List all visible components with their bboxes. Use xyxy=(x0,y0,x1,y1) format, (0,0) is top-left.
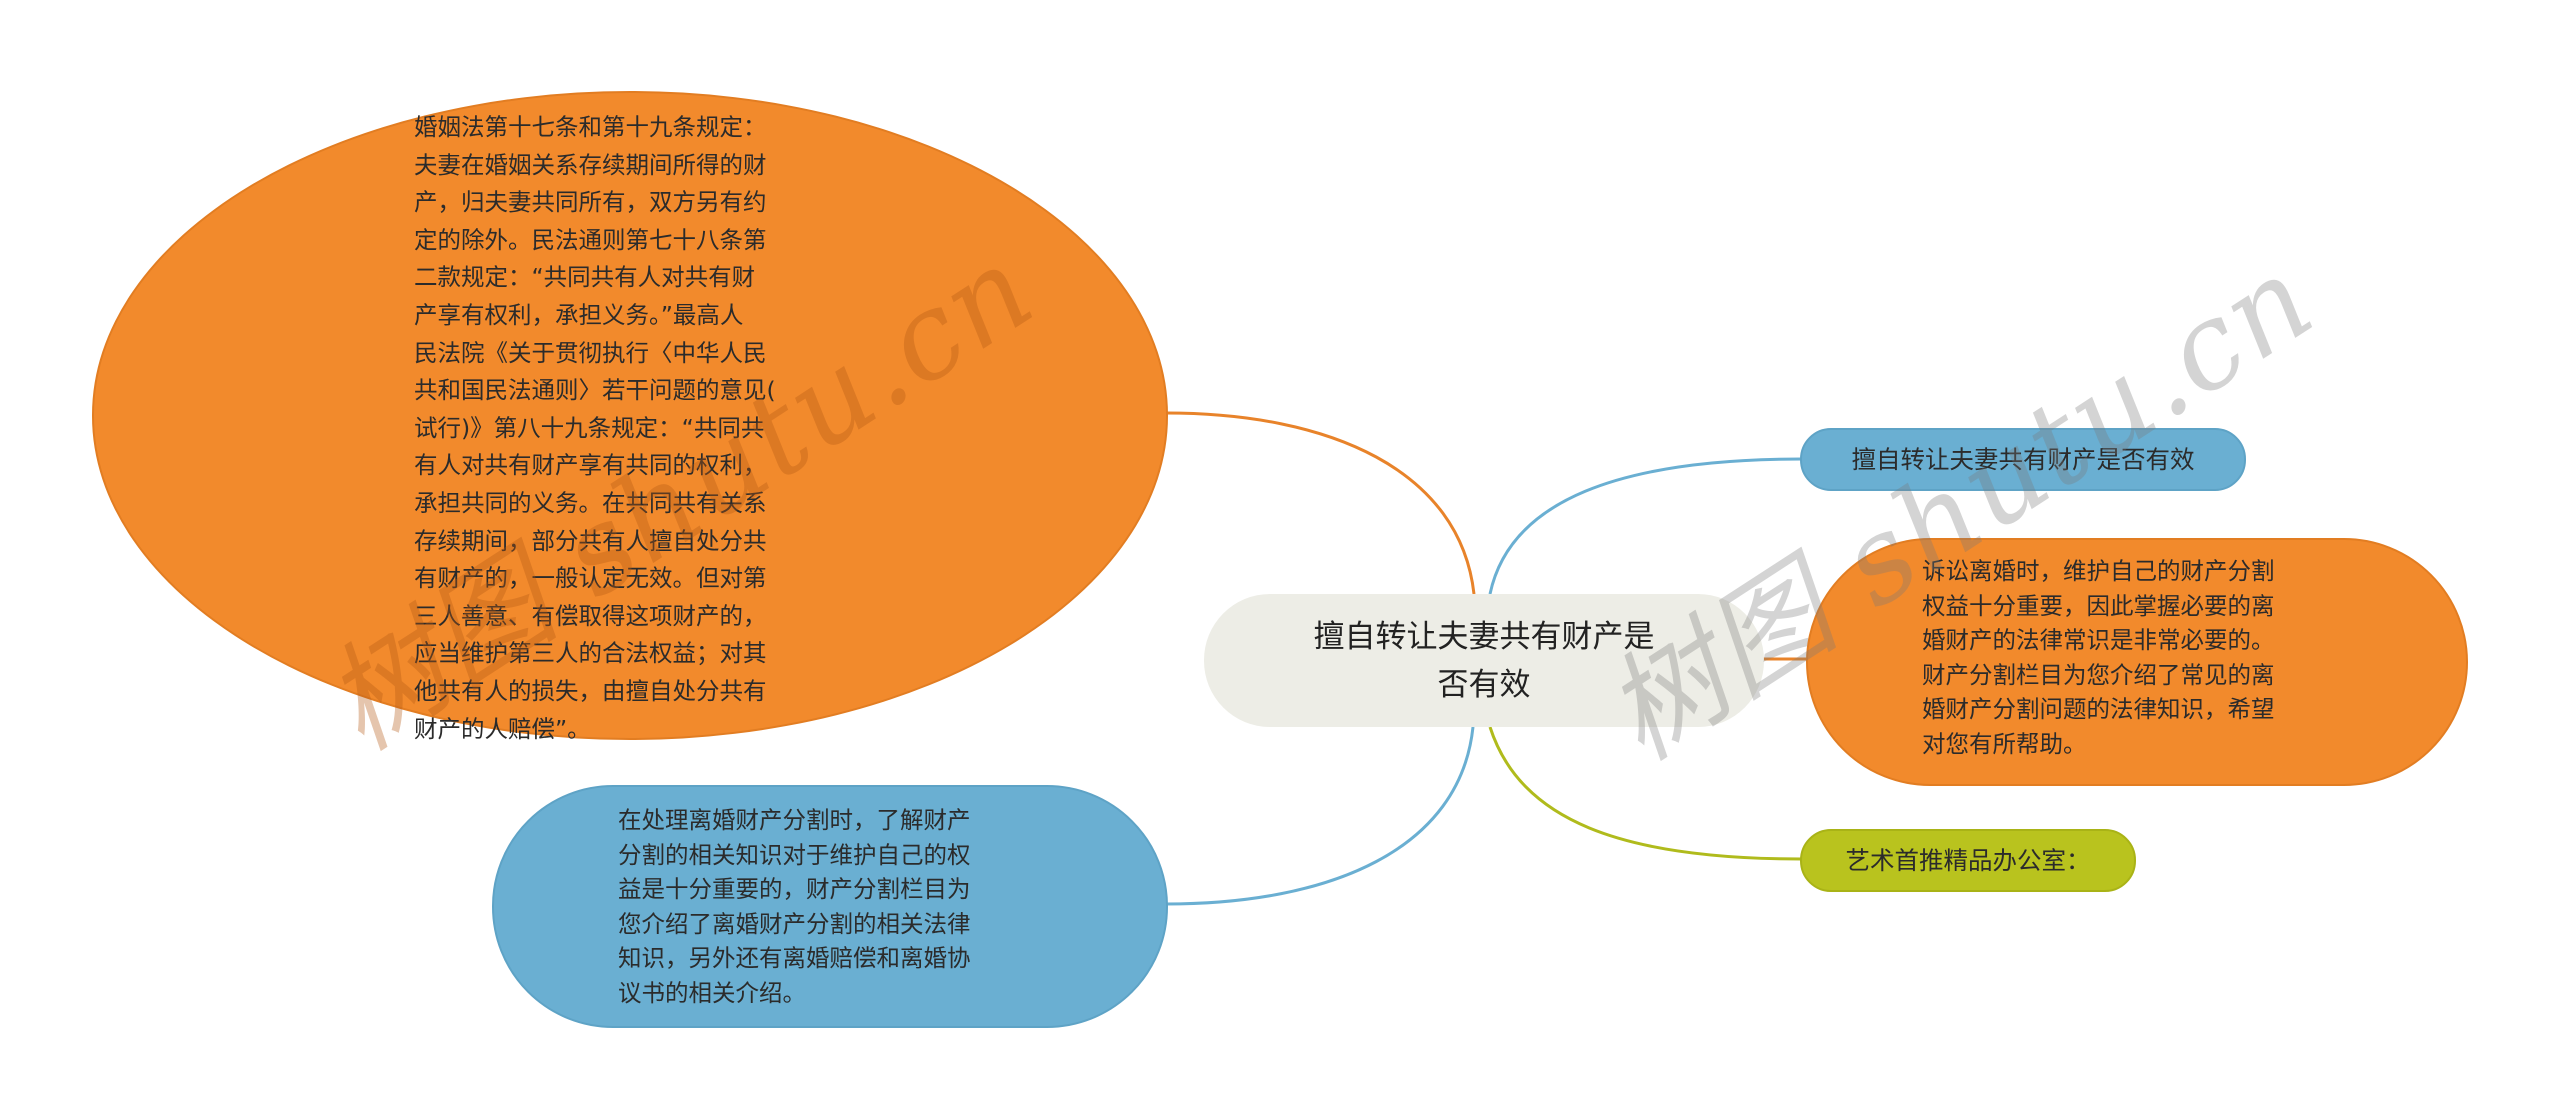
central-topic[interactable]: 擅自转让夫妻共有财产是 否有效 xyxy=(1204,594,1764,727)
connector-right-green xyxy=(1488,726,1803,861)
connector-left-blue xyxy=(1165,726,1475,906)
branch-left-blue[interactable]: 在处理离婚财产分割时，了解财产 分割的相关知识对于维护自己的权 益是十分重要的，… xyxy=(492,785,1168,1028)
branch-left-orange-text: 婚姻法第十七条和第十九条规定： 夫妻在婚姻关系存续期间所得的财 产，归夫妻共同所… xyxy=(414,113,776,743)
connector-right-blue xyxy=(1488,457,1803,595)
branch-right-blue-text: 擅自转让夫妻共有财产是否有效 xyxy=(1851,444,2195,474)
branch-left-blue-text: 在处理离婚财产分割时，了解财产 分割的相关知识对于维护自己的权 益是十分重要的，… xyxy=(618,806,971,1007)
central-topic-text: 擅自转让夫妻共有财产是 否有效 xyxy=(1313,618,1655,703)
branch-right-green-text: 艺术首推精品办公室： xyxy=(1845,845,2091,875)
branch-right-green[interactable]: 艺术首推精品办公室： xyxy=(1800,829,2136,892)
branch-right-orange[interactable]: 诉讼离婚时，维护自己的财产分割 权益十分重要，因此掌握必要的离 婚财产的法律常识… xyxy=(1806,538,2468,786)
branch-right-blue[interactable]: 擅自转让夫妻共有财产是否有效 xyxy=(1800,428,2246,491)
branch-right-orange-text: 诉讼离婚时，维护自己的财产分割 权益十分重要，因此掌握必要的离 婚财产的法律常识… xyxy=(1922,557,2275,758)
branch-left-orange[interactable]: 婚姻法第十七条和第十九条规定： 夫妻在婚姻关系存续期间所得的财 产，归夫妻共同所… xyxy=(92,91,1168,743)
connector-left-orange xyxy=(1165,411,1476,595)
